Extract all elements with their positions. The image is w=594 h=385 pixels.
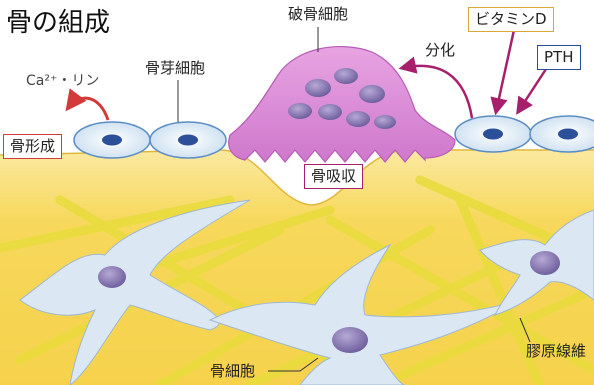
pth-arrow-icon bbox=[518, 66, 548, 112]
osteoblast-4 bbox=[530, 116, 594, 152]
vitamin-d-label: ビタミンD bbox=[468, 7, 554, 32]
vitamin-d-arrow-icon bbox=[496, 30, 514, 112]
page-title: 骨の組成 bbox=[6, 10, 110, 36]
osteoclast-cell bbox=[229, 47, 455, 162]
curved-arrow-icon bbox=[68, 98, 108, 120]
ca-phosphate-label: Ca²⁺・リン bbox=[26, 74, 99, 88]
osteoblast-1 bbox=[74, 122, 150, 158]
osteoblast-3 bbox=[455, 116, 531, 152]
differentiation-label: 分化 bbox=[425, 43, 455, 58]
osteocyte-label: 骨細胞 bbox=[210, 364, 255, 379]
pth-label: PTH bbox=[537, 45, 581, 70]
bone-resorption-label: 骨吸収 bbox=[304, 164, 363, 189]
osteoblast-2 bbox=[150, 122, 226, 158]
osteoclast-label: 破骨細胞 bbox=[288, 7, 348, 22]
collagen-fiber-label: 膠原線維 bbox=[526, 344, 586, 359]
bone-formation-label: 骨形成 bbox=[3, 134, 62, 159]
osteoblast-label: 骨芽細胞 bbox=[145, 61, 205, 76]
